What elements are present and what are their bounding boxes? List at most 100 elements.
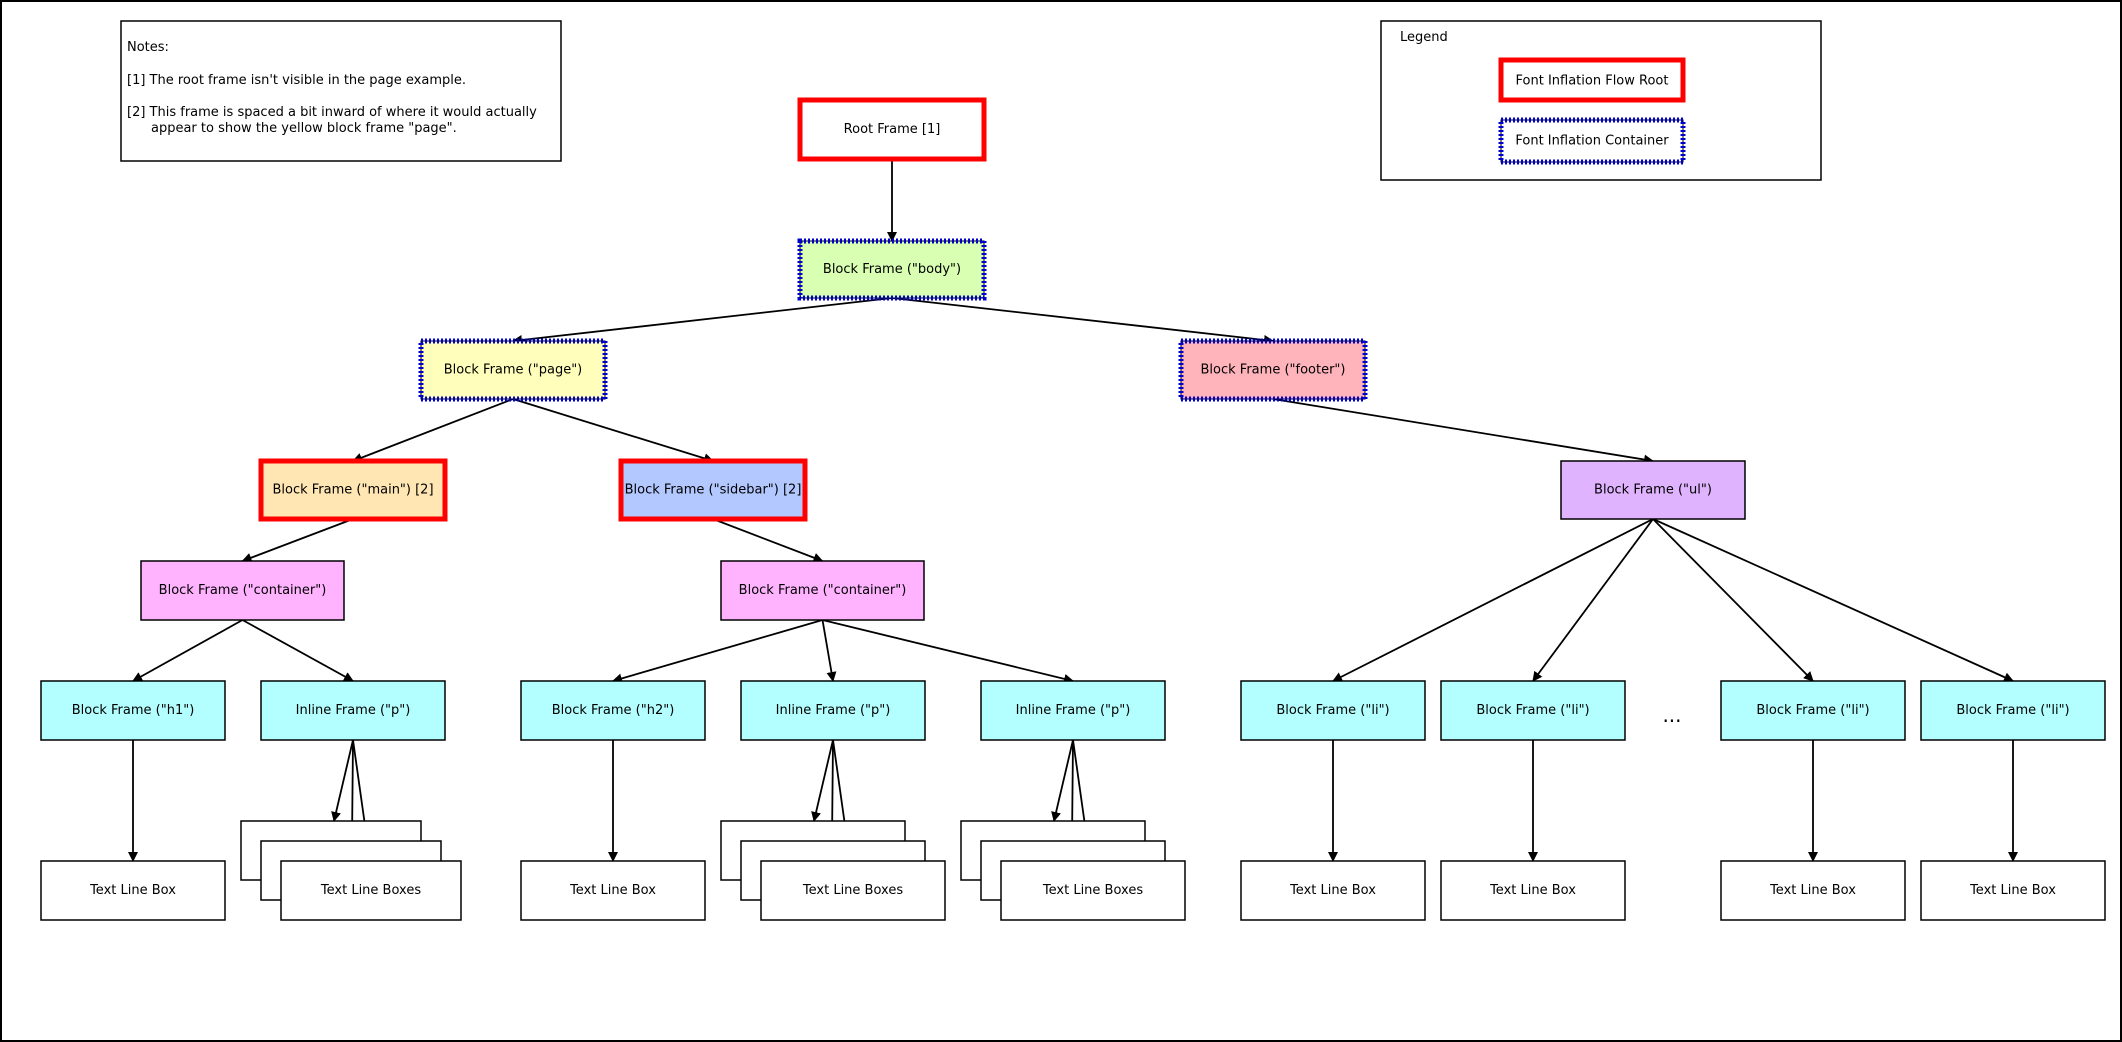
node-tls-main: Text Line Boxes: [240, 820, 462, 921]
node-label: Block Frame ("h2"): [552, 703, 675, 718]
edge-page-to-main: [352, 398, 514, 463]
notes-title: Notes:: [127, 40, 169, 55]
node-label: Block Frame ("ul"): [1594, 483, 1712, 498]
frame-box: [1240, 680, 1426, 741]
edge-container_main-to-p_main: [242, 619, 354, 682]
node-label: Text Line Box: [89, 883, 176, 898]
node-label: Block Frame ("sidebar") [2]: [625, 483, 802, 498]
edges: [128, 159, 2018, 862]
node-footer: Block Frame ("footer"): [1178, 338, 1368, 402]
legend-flow-root: Font Inflation Flow Root: [1498, 57, 1686, 103]
node-label: Block Frame ("body"): [823, 262, 961, 277]
node-main: Block Frame ("main") [2]: [258, 458, 448, 522]
frame-box: [520, 680, 706, 741]
node-root: Root Frame [1]: [797, 97, 987, 162]
node-label: Block Frame ("page"): [444, 363, 583, 378]
edge-footer-to-ul: [1272, 398, 1654, 465]
container-box: [799, 240, 985, 299]
legend-title: Legend: [1400, 30, 1448, 45]
node-li3: Block Frame ("li"): [1720, 680, 1906, 741]
node-tl-h1: Text Line Box: [40, 860, 226, 921]
edge-sidebar-to-container_sidebar: [712, 518, 824, 563]
node-label: Inline Frame ("p"): [296, 703, 411, 718]
nodes: Root Frame [1] Block Frame ("body") Block …: [40, 97, 2106, 921]
container-border: [797, 238, 987, 301]
legend-box: Legend Font Inflation Flow Root Font Inf…: [1380, 20, 1822, 181]
flow-root-box: [797, 97, 987, 162]
node-label: Block Frame ("li"): [1476, 703, 1589, 718]
frame-box: [260, 680, 446, 741]
node-label: Block Frame ("footer"): [1201, 363, 1346, 378]
edge-ul-to-li2: [1532, 518, 1654, 682]
edge-body-to-page: [512, 297, 893, 345]
edge-p_side1-to-tls_side1: [811, 739, 834, 822]
frame-box: [280, 860, 462, 921]
edge-container_main-to-h1: [132, 619, 243, 682]
node-label: Block Frame ("h1"): [72, 703, 195, 718]
edge-p_side2-to-tls_side2: [1051, 739, 1074, 822]
frame-box: [740, 680, 926, 741]
legend-container-label: Font Inflation Container: [1515, 134, 1669, 149]
node-tl-li1: Text Line Box: [1240, 860, 1426, 921]
edge-ul-to-li1: [1332, 518, 1654, 682]
node-label: Text Line Box: [1289, 883, 1376, 898]
node-label: Block Frame ("container"): [159, 583, 327, 598]
node-p-main: Inline Frame ("p"): [260, 680, 446, 741]
edge-p_main-to-tls_main: [331, 739, 354, 822]
note-2-continued: appear to show the yellow block frame "p…: [151, 121, 457, 136]
edge-container_sidebar-to-p_side2: [822, 619, 1074, 684]
node-label: Text Line Box: [1969, 883, 2056, 898]
note-2: [2] This frame is spaced a bit inward of…: [127, 105, 537, 120]
node-label: Root Frame [1]: [844, 122, 941, 137]
edge-container_sidebar-to-p_side1: [821, 619, 837, 682]
node-label: Text Line Box: [1769, 883, 1856, 898]
node-label: Text Line Box: [1489, 883, 1576, 898]
node-p-side1: Inline Frame ("p"): [740, 680, 926, 741]
container-box: [1180, 340, 1366, 400]
node-tl-li3: Text Line Box: [1720, 860, 1906, 921]
container-box: [420, 340, 606, 400]
node-label: Block Frame ("li"): [1276, 703, 1389, 718]
frame-box: [1440, 860, 1626, 921]
node-li2: Block Frame ("li"): [1440, 680, 1626, 741]
frame-box: [1920, 860, 2106, 921]
node-li1: Block Frame ("li"): [1240, 680, 1426, 741]
node-label: Text Line Boxes: [320, 883, 421, 898]
node-label: Inline Frame ("p"): [1016, 703, 1131, 718]
node-tls-side1: Text Line Boxes: [720, 820, 946, 921]
node-label: Text Line Box: [569, 883, 656, 898]
frame-box: [720, 560, 925, 621]
node-label: Block Frame ("main") [2]: [272, 483, 433, 498]
node-li4: Block Frame ("li"): [1920, 680, 2106, 741]
frame-box: [40, 680, 226, 741]
node-label: Text Line Boxes: [802, 883, 903, 898]
node-tl-h2: Text Line Box: [520, 860, 706, 921]
frame-box: [760, 860, 946, 921]
edge-ul-to-li3: [1652, 518, 1814, 682]
frame-box: [1720, 680, 1906, 741]
frame-box: [520, 860, 706, 921]
node-sidebar: Block Frame ("sidebar") [2]: [618, 458, 808, 522]
edge-body-to-footer: [891, 297, 1274, 345]
node-container-sidebar: Block Frame ("container"): [720, 560, 925, 621]
more-items-ellipsis: ...: [1662, 703, 1681, 727]
legend-container: Font Inflation Container: [1498, 117, 1686, 165]
flow-root-box: [258, 458, 448, 522]
node-container-main: Block Frame ("container"): [140, 560, 345, 621]
frame-box: [1240, 860, 1426, 921]
node-label: Block Frame ("li"): [1956, 703, 2069, 718]
frame-box: [980, 680, 1166, 741]
node-h2: Block Frame ("h2"): [520, 680, 706, 741]
edge-main-to-container_main: [241, 518, 354, 563]
frame-box: [1560, 460, 1746, 520]
frame-box: [1720, 860, 1906, 921]
edge-page-to-sidebar: [512, 398, 714, 464]
frame-box: [40, 860, 226, 921]
flow-root-box: [618, 458, 808, 522]
node-p-side2: Inline Frame ("p"): [980, 680, 1166, 741]
note-1: [1] The root frame isn't visible in the …: [127, 73, 466, 88]
legend-flow-root-label: Font Inflation Flow Root: [1516, 74, 1669, 89]
frame-box: [1000, 860, 1186, 921]
frame-box: [1920, 680, 2106, 741]
